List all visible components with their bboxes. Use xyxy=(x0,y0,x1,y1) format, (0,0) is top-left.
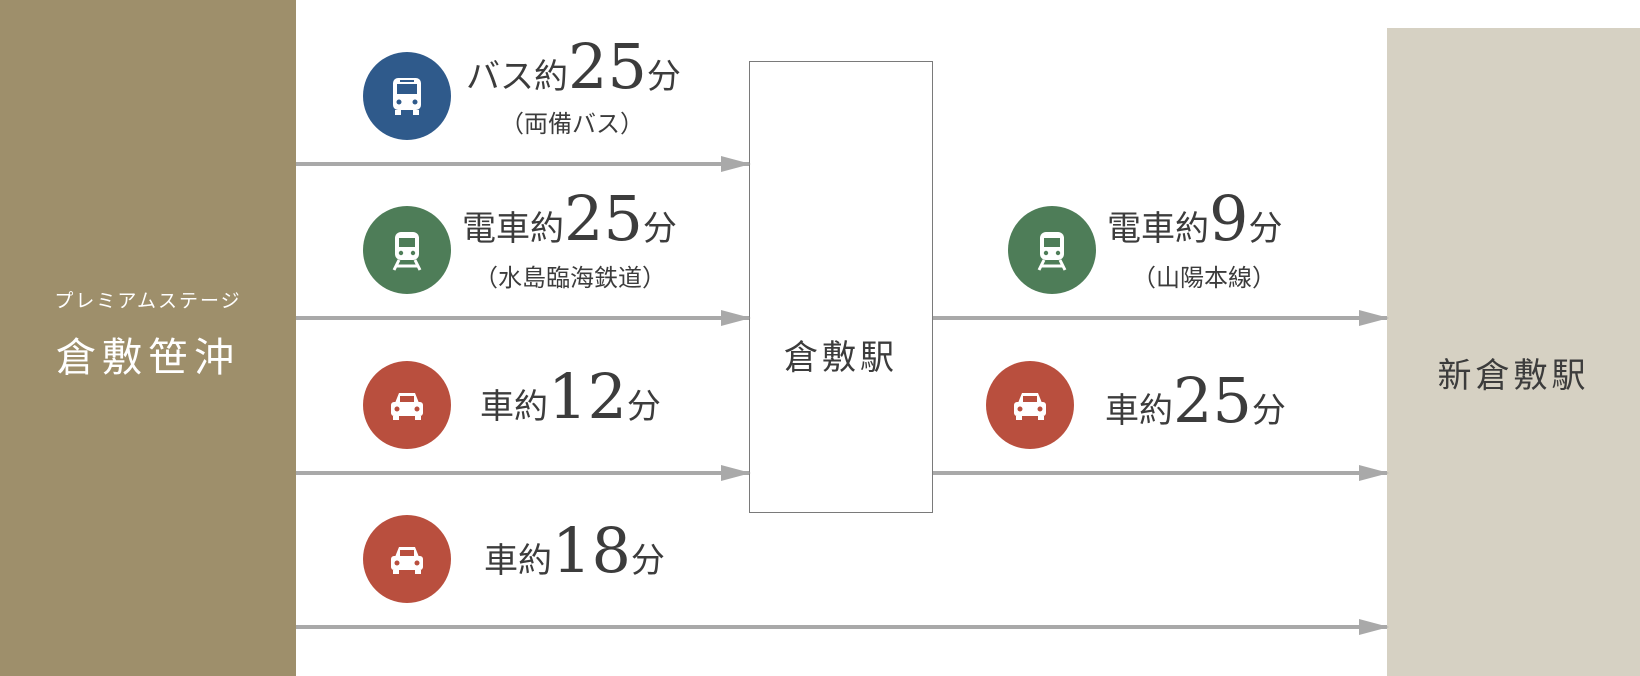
train-icon xyxy=(1008,206,1096,294)
route-minutes: 9 xyxy=(1209,182,1249,255)
route-unit: 分 xyxy=(630,541,665,581)
train-icon xyxy=(363,206,451,294)
car-icon xyxy=(986,361,1074,449)
arrowhead xyxy=(1359,310,1389,326)
arrow-car-to-destination xyxy=(296,619,1389,635)
route-unit: 分 xyxy=(626,387,661,427)
arrowhead xyxy=(1359,465,1389,481)
arrow-station-car-to-destination xyxy=(933,465,1389,481)
route-unit: 分 xyxy=(1251,391,1286,431)
route-mode: 電車約 xyxy=(1107,209,1209,249)
route-minutes: 25 xyxy=(1173,364,1252,437)
route-mode: 車約 xyxy=(480,387,548,427)
arrowhead xyxy=(721,465,751,481)
origin-subtitle: プレミアムステージ xyxy=(54,290,242,312)
origin-panel: プレミアムステージ 倉敷笹沖 xyxy=(0,0,296,676)
route-train2-note: （山陽本線） xyxy=(1132,264,1276,292)
route-train1-note: （水島臨海鉄道） xyxy=(474,264,666,292)
route-mode: バス約 xyxy=(466,57,568,97)
car-icon xyxy=(363,515,451,603)
bus-icon xyxy=(363,52,451,140)
route-minutes: 25 xyxy=(564,182,643,255)
arrowhead xyxy=(1359,619,1389,635)
arrowhead xyxy=(721,156,751,172)
via-station-box: 倉敷駅 xyxy=(749,61,933,513)
route-minutes: 25 xyxy=(568,30,647,103)
route-bus-label: バス約25分 xyxy=(466,30,681,103)
route-minutes: 12 xyxy=(548,360,627,433)
route-train2-label: 電車約9分 xyxy=(1107,182,1282,255)
route-minutes: 18 xyxy=(552,514,631,587)
destination-name: 新倉敷駅 xyxy=(1437,356,1590,396)
arrow-bus-to-station xyxy=(296,156,751,172)
arrow-car-to-station xyxy=(296,465,751,481)
route-mode: 車約 xyxy=(1105,391,1173,431)
arrow-train-to-station xyxy=(296,310,751,326)
origin-name: 倉敷笹沖 xyxy=(56,335,240,381)
route-car2-label: 車約18分 xyxy=(484,514,665,587)
route-unit: 分 xyxy=(646,57,681,97)
route-unit: 分 xyxy=(1248,209,1283,249)
route-mode: 電車約 xyxy=(462,209,564,249)
route-train1-label: 電車約25分 xyxy=(462,182,677,255)
destination-panel: 新倉敷駅 xyxy=(1387,28,1640,676)
route-unit: 分 xyxy=(642,209,677,249)
via-station-name: 倉敷駅 xyxy=(784,338,898,378)
route-car3-label: 車約25分 xyxy=(1105,364,1286,437)
arrowhead xyxy=(721,310,751,326)
car-icon xyxy=(363,361,451,449)
route-mode: 車約 xyxy=(484,541,552,581)
arrow-station-train-to-destination xyxy=(933,310,1389,326)
route-car1-label: 車約12分 xyxy=(480,360,661,433)
route-bus-note: （両備バス） xyxy=(500,110,644,138)
